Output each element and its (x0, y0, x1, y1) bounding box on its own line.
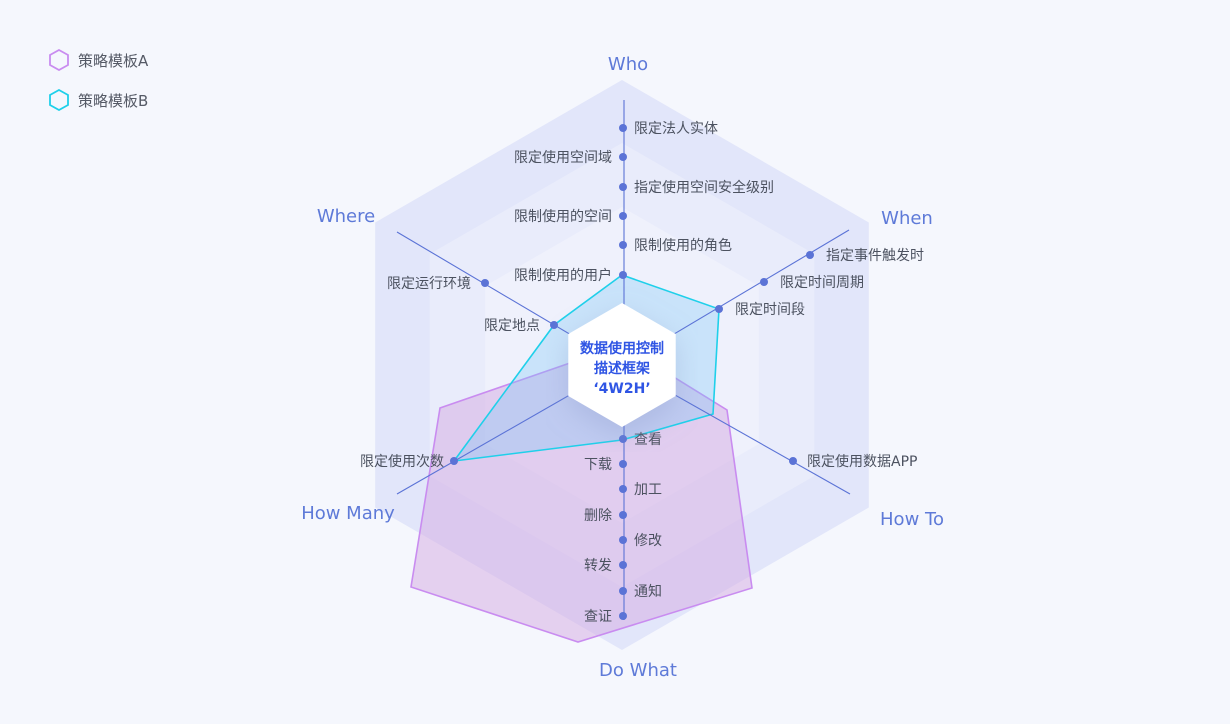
hexagon-outline-icon (49, 49, 69, 71)
axis-item-label: 删除 (584, 508, 612, 524)
template-a-polygon (410, 344, 753, 643)
axis-title-howto: How To (880, 509, 944, 530)
axis-item-label: 限定法人实体 (634, 121, 718, 137)
axis-item-dot (619, 587, 627, 595)
axis-item-dot (619, 124, 627, 132)
axis-title-where: Where (317, 206, 375, 227)
axis-item-dot (619, 153, 627, 161)
axis-item-label: 指定使用空间安全级别 (634, 179, 774, 196)
axis-item-label: 限定运行环境 (387, 276, 471, 292)
axis-item-label: 加工 (634, 482, 662, 498)
axis-item-label: 指定事件触发时 (826, 248, 924, 264)
axis-title-dowhat: Do What (599, 660, 677, 681)
legend-label: 策略模板B (78, 91, 149, 110)
axis-item-dot (450, 457, 458, 465)
axis-title-howmany: How Many (301, 503, 395, 524)
axis-item-dot (789, 457, 797, 465)
axis-item-dot (481, 279, 489, 287)
center-label-line: 描述框架 (594, 360, 650, 377)
axis-item-dot (619, 271, 627, 279)
axis-item-label: 限定使用次数 (360, 453, 444, 470)
axis-item-label: 限定使用空间域 (514, 149, 612, 166)
axis-item-dot (715, 305, 723, 313)
axis-item-label: 限定地点 (484, 318, 540, 334)
axis-item-label: 限制使用的角色 (634, 237, 732, 254)
legend-label: 策略模板A (78, 51, 149, 70)
axis-item-label: 限定时间段 (735, 302, 805, 318)
center-label-line: ‘4W2H’ (593, 381, 650, 397)
axis-item-dot (619, 460, 627, 468)
axis-item-dot (806, 251, 814, 259)
axis-item-dot (619, 435, 627, 443)
legend-item-template-b[interactable]: 策略模板B (48, 88, 148, 112)
axis-item-dot (619, 612, 627, 620)
axis-item-label: 限定使用数据APP (807, 453, 917, 470)
axis-item-label: 修改 (634, 533, 662, 549)
axis-item-dot (619, 511, 627, 519)
axis-item-dot (619, 561, 627, 569)
axis-item-label: 下载 (584, 457, 612, 473)
axis-item-dot (619, 485, 627, 493)
axis-item-dot (619, 212, 627, 220)
axis-item-label: 转发 (584, 558, 612, 574)
legend-item-template-a[interactable]: 策略模板A (48, 48, 148, 72)
center-hexagon (568, 303, 676, 427)
axis-item-dot (619, 183, 627, 191)
axis-item-dot (619, 241, 627, 249)
legend: 策略模板A 策略模板B (48, 48, 148, 128)
axis-item-label: 限制使用的用户 (514, 267, 612, 284)
axis-item-dot (760, 278, 768, 286)
axis-title-when: When (881, 208, 933, 229)
axis-item-label: 限制使用的空间 (514, 208, 612, 225)
axis-item-label: 查证 (584, 609, 612, 625)
axis-item-label: 通知 (634, 583, 662, 600)
center-label-line: 数据使用控制 (580, 340, 664, 357)
axis-item-label: 查看 (634, 432, 662, 448)
axis-title-who: Who (608, 54, 648, 75)
axis-item-dot (619, 536, 627, 544)
axis-item-dot (550, 321, 558, 329)
hexagon-outline-icon (49, 89, 69, 111)
axis-item-label: 限定时间周期 (780, 275, 864, 291)
